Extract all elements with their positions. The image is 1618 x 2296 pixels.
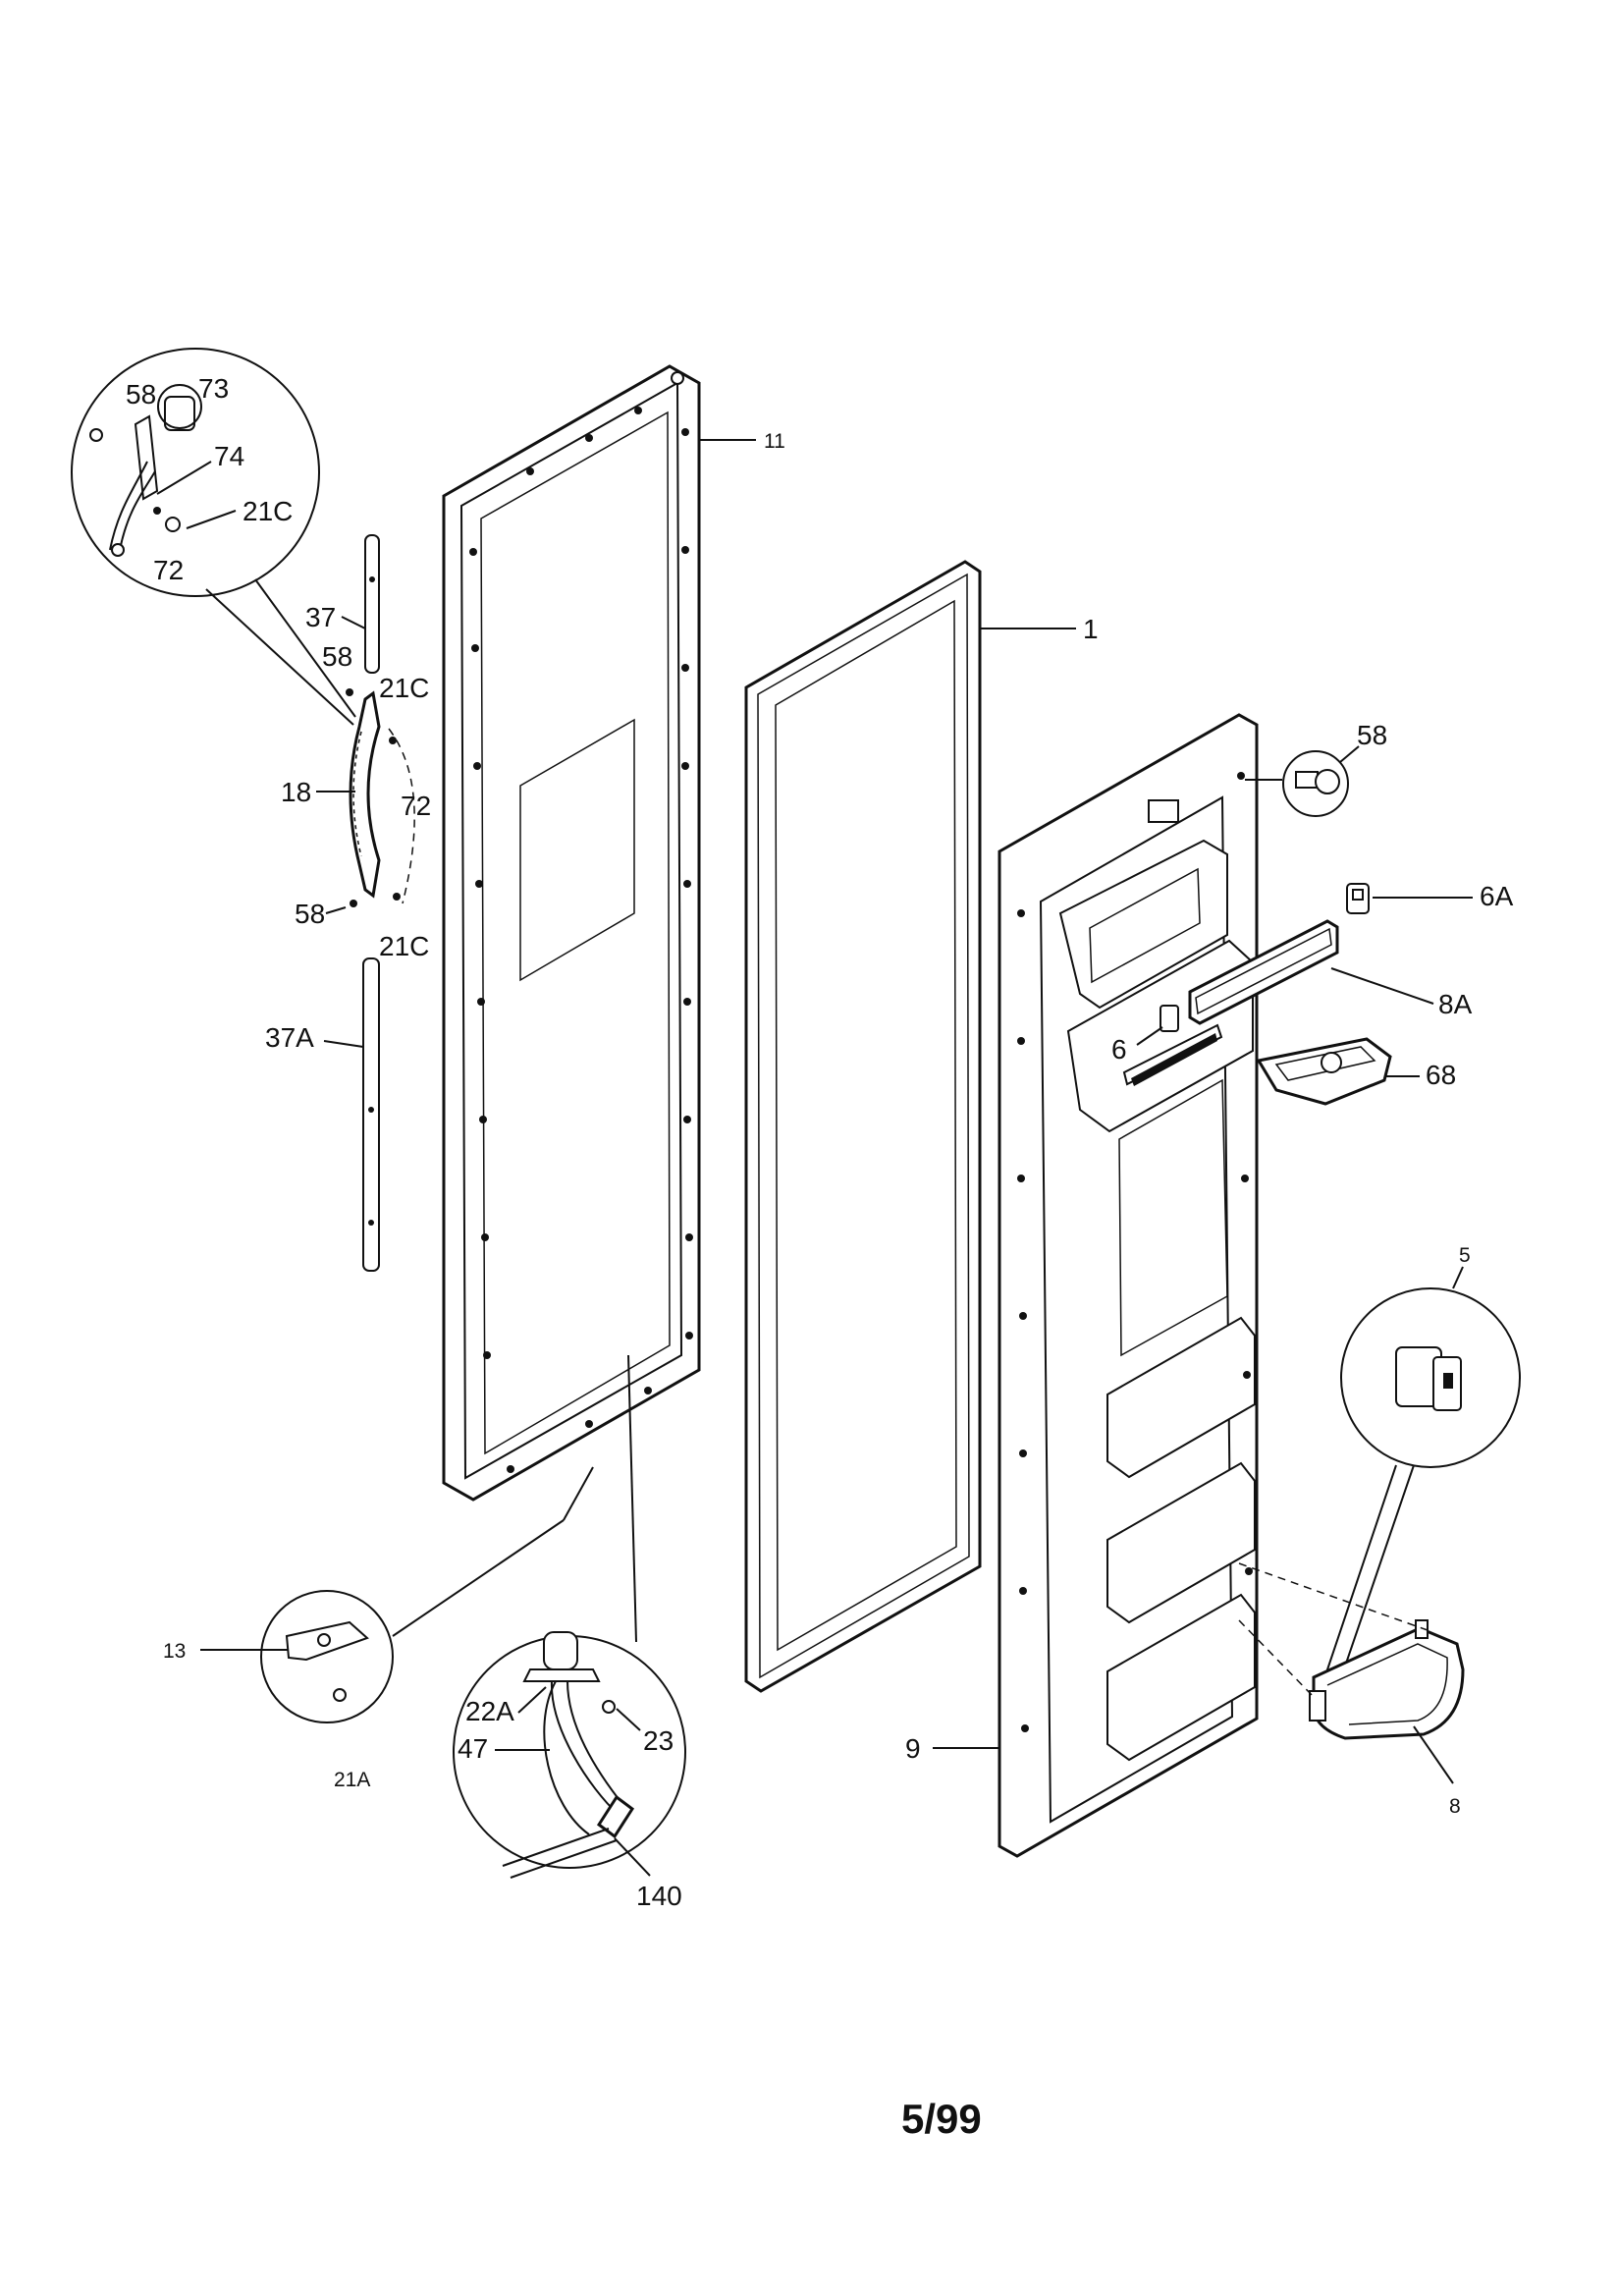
callout-18: 18 — [281, 777, 311, 807]
rail-8a — [1188, 919, 1339, 1025]
clip-6 — [1160, 1005, 1179, 1032]
callout-37a: 37A — [265, 1022, 314, 1053]
callout-72-top: 72 — [153, 555, 184, 585]
door-liner — [998, 713, 1259, 1858]
handle-18 — [349, 690, 381, 899]
door-bin-8 — [1309, 1619, 1465, 1740]
outer-door-panel — [442, 364, 701, 1502]
callout-140: 140 — [636, 1881, 682, 1911]
callout-21c-mid: 21C — [379, 673, 429, 703]
detail-circle-hinge-bracket — [260, 1590, 394, 1723]
liner-screw-holes — [1017, 772, 1253, 1732]
callout-58-right: 58 — [1357, 720, 1387, 750]
callout-8a: 8A — [1438, 989, 1473, 1019]
callout-73: 73 — [198, 373, 229, 404]
clip-6a — [1346, 883, 1370, 914]
screw-58-detail — [1282, 750, 1349, 817]
callout-72-mid: 72 — [401, 791, 431, 821]
callout-47: 47 — [458, 1733, 488, 1764]
callout-8: 8 — [1449, 1795, 1461, 1818]
handle-trim-37a — [362, 957, 380, 1272]
door-gasket — [744, 560, 982, 1693]
handle-trim-37 — [364, 534, 380, 674]
callout-23: 23 — [643, 1725, 674, 1756]
callout-58-top: 58 — [126, 379, 156, 410]
callout-21a: 21A — [334, 1769, 370, 1791]
page-code: 5/99 — [901, 2096, 982, 2142]
callout-1: 1 — [1083, 614, 1099, 644]
callout-37: 37 — [305, 602, 336, 632]
callout-74: 74 — [214, 441, 244, 471]
callout-58-low: 58 — [295, 899, 325, 929]
detail-circle-bin-clip — [1340, 1287, 1521, 1468]
callout-11: 11 — [764, 430, 785, 453]
callout-22a: 22A — [465, 1696, 514, 1726]
callout-21c-low: 21C — [379, 931, 429, 961]
paddle-68 — [1256, 1037, 1392, 1106]
callout-6a: 6A — [1480, 881, 1514, 911]
detail-circle-switch-harness — [453, 1631, 686, 1879]
panel-screw-holes — [469, 407, 693, 1473]
callout-68: 68 — [1426, 1060, 1456, 1090]
callout-5: 5 — [1459, 1244, 1471, 1267]
callout-9: 9 — [905, 1733, 921, 1764]
callout-58-mid: 58 — [322, 641, 352, 672]
callout-21c-top: 21C — [243, 496, 293, 526]
detail-circle-hinge — [71, 348, 320, 597]
callout-6: 6 — [1111, 1034, 1127, 1065]
callout-13: 13 — [163, 1640, 186, 1663]
